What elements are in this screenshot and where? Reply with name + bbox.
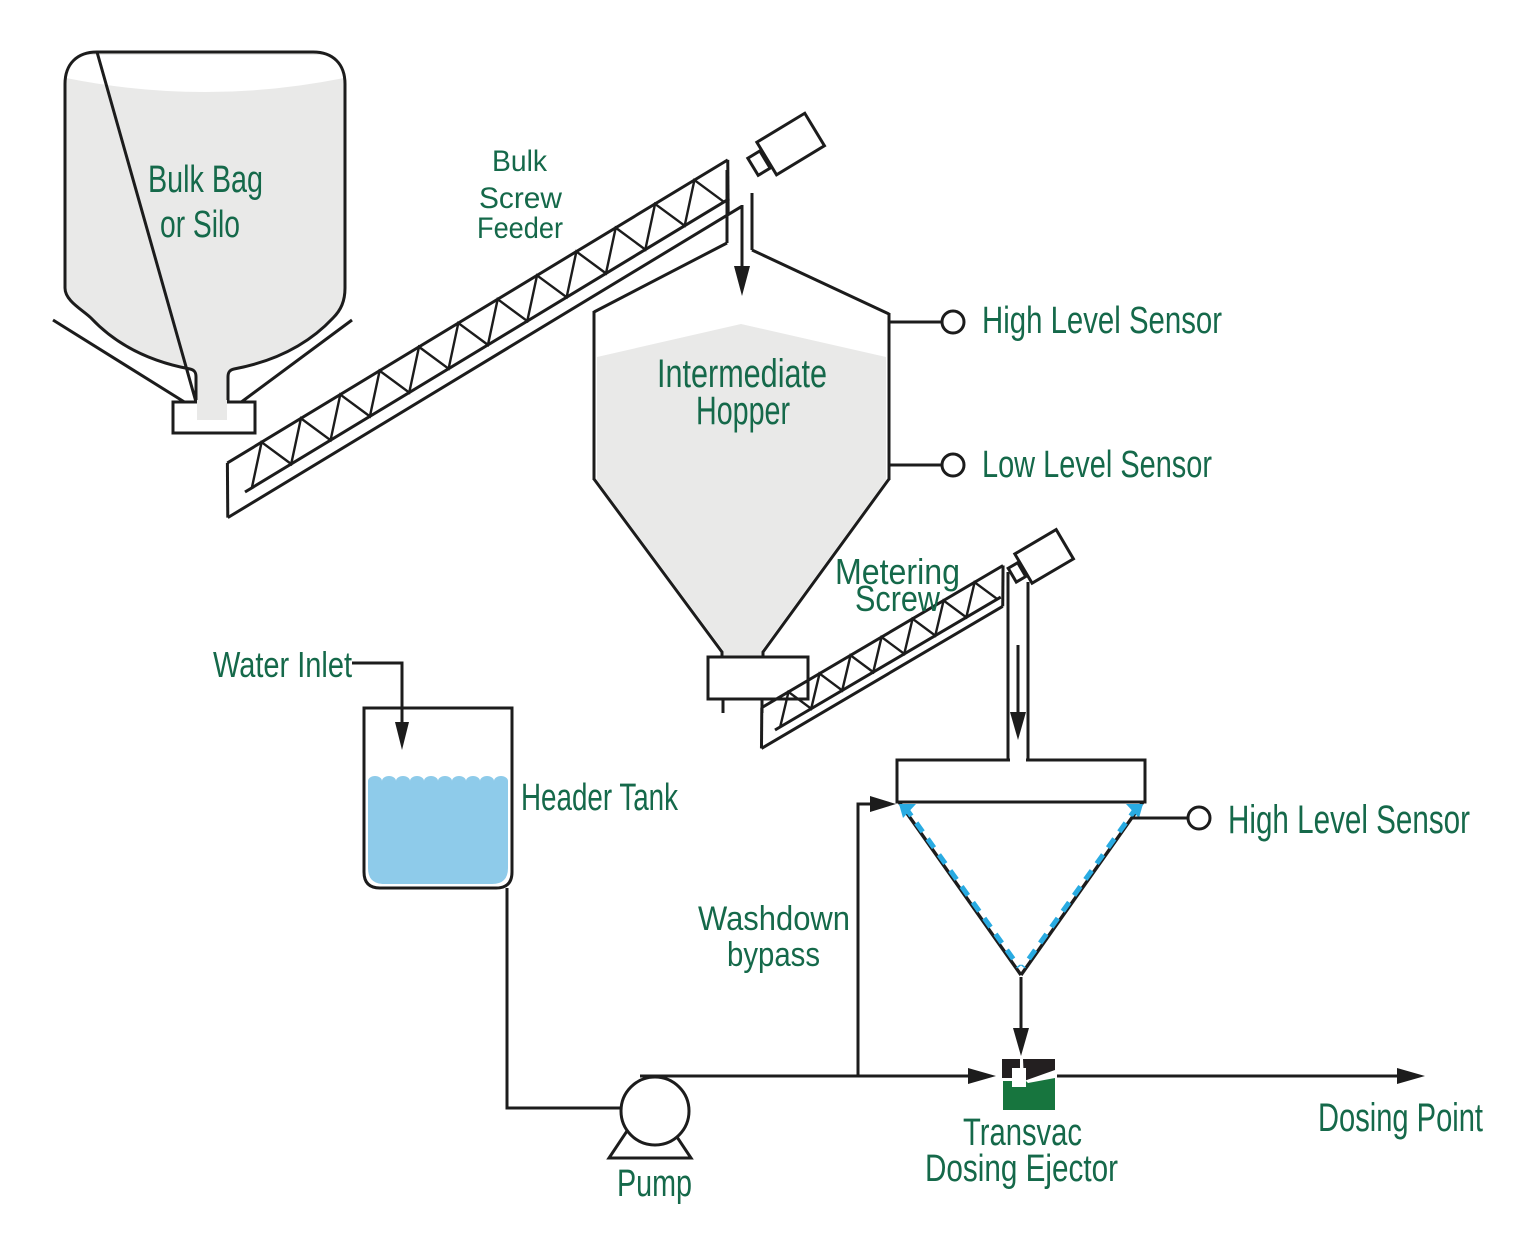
cone-spray-film-right — [1020, 805, 1140, 969]
bag-outline — [63, 50, 347, 403]
header-tank-label: Header Tank — [521, 777, 679, 819]
feeder-screw-flights — [250, 178, 725, 489]
hopper-low-level-sensor: Low Level Sensor — [889, 444, 1212, 486]
dosing-line-arrow-mid — [968, 1068, 996, 1084]
cone-corner-spray-left — [899, 804, 916, 818]
drop-pipe-arrow — [1010, 645, 1026, 740]
ejector-label-line2: Dosing Ejector — [925, 1148, 1118, 1190]
metering-tube-bottom — [774, 595, 1002, 732]
dosing-point-label: Dosing Point — [1318, 1096, 1483, 1140]
metering-screw: Metering Screw — [759, 527, 1076, 750]
hopper-low-sensor-label: Low Level Sensor — [982, 444, 1212, 486]
sensor-circle-icon — [940, 309, 966, 335]
bulk-screw-feeder-label-line2: Screw — [479, 182, 562, 215]
bag-support-frame-right — [239, 318, 353, 405]
water-inlet-arrow — [395, 722, 409, 750]
cone-lid — [895, 758, 1147, 804]
bag-outlet-material — [197, 400, 227, 420]
pipe-lid-junction — [1010, 756, 1026, 764]
cone-discharge-arrow — [1013, 977, 1029, 1056]
water-inlet-label: Water Inlet — [213, 644, 352, 685]
sensor-circle-icon — [1186, 805, 1212, 831]
tank-outlet-pipe — [505, 888, 621, 1110]
cone-spray-film-left — [902, 805, 1022, 969]
washdown-bypass: Washdown bypass — [698, 796, 896, 1076]
metering-screw-flights — [779, 580, 999, 728]
wetting-cone-assembly: High Level Sensor — [895, 572, 1470, 1056]
feeder-motor-coupling — [745, 148, 773, 178]
bag-support-frame-left — [52, 318, 187, 405]
hopper-material-fill — [597, 324, 886, 657]
metering-motor — [1012, 527, 1076, 586]
pump-label: Pump — [617, 1163, 692, 1205]
washdown-label-line2: bypass — [727, 936, 820, 974]
dosing-line: Dosing Point — [640, 1068, 1483, 1140]
bag-fill — [65, 52, 345, 402]
hopper-roof-right — [751, 248, 890, 316]
bulk-bag-label-line2: or Silo — [160, 204, 240, 246]
ejector-body-green — [1003, 1078, 1055, 1110]
metering-end-cap-high — [1001, 565, 1005, 607]
metering-end-cap-low — [759, 707, 764, 749]
feeder-end-cap-low — [225, 462, 230, 518]
feeder-tube-top — [226, 158, 729, 465]
feeder-motor — [754, 111, 827, 177]
ejector-nozzle-right — [1023, 1059, 1055, 1081]
bulk-screw-feeder-label-line1: Bulk — [492, 145, 548, 178]
tank-outline — [362, 706, 514, 890]
ejector-label-line1: Transvac — [963, 1112, 1082, 1154]
hopper-roof-left — [593, 241, 728, 314]
cone-high-sensor-label: High Level Sensor — [1228, 798, 1470, 842]
metering-trough-line — [760, 605, 1004, 750]
bulk-bag-label-line1: Bulk Bag — [148, 159, 263, 201]
cone-high-level-sensor: High Level Sensor — [1132, 798, 1470, 842]
washdown-label-line1: Washdown — [698, 900, 850, 938]
hopper-high-sensor-label: High Level Sensor — [982, 300, 1222, 342]
tank-water — [368, 776, 508, 884]
cone-corner-spray-right — [1126, 804, 1143, 818]
intermediate-hopper-label-line2: Hopper — [696, 389, 790, 433]
metering-screw-label-line2: Screw — [855, 578, 941, 619]
pump-body — [619, 1075, 691, 1147]
sensor-circle-icon — [940, 452, 966, 478]
intermediate-hopper-label-line1: Intermediate — [657, 352, 827, 396]
washdown-pipe — [856, 802, 872, 1076]
bag-top-highlight — [66, 55, 344, 92]
bulk-screw-feeder-label-line3: Feeder — [477, 212, 563, 245]
pump: Pump — [606, 1075, 694, 1205]
ejector-nozzle-left — [1002, 1059, 1020, 1078]
metering-screw-label-line1: Metering — [835, 551, 960, 592]
header-tank-assembly: Water Inlet Header Tank — [213, 644, 679, 1110]
hopper-outlet-box — [706, 655, 810, 701]
washdown-arrow — [870, 796, 896, 812]
metering-motor-coupling — [1006, 560, 1028, 585]
hopper-feed-arrow — [734, 205, 750, 296]
dosing-line-arrow-end — [1397, 1068, 1425, 1084]
feeder-trough-line — [227, 205, 742, 519]
bulk-bag-silo: Bulk Bag or Silo — [52, 50, 353, 435]
bulk-screw-feeder: Bulk Screw Feeder — [225, 111, 827, 519]
ejector-throat — [1012, 1068, 1026, 1087]
water-inlet: Water Inlet — [213, 644, 409, 750]
hopper-high-level-sensor: High Level Sensor — [889, 300, 1222, 342]
transvac-dosing-ejector: Transvac Dosing Ejector — [925, 1059, 1118, 1190]
intermediate-hopper: Intermediate Hopper High Level Sensor Lo… — [592, 170, 1222, 713]
